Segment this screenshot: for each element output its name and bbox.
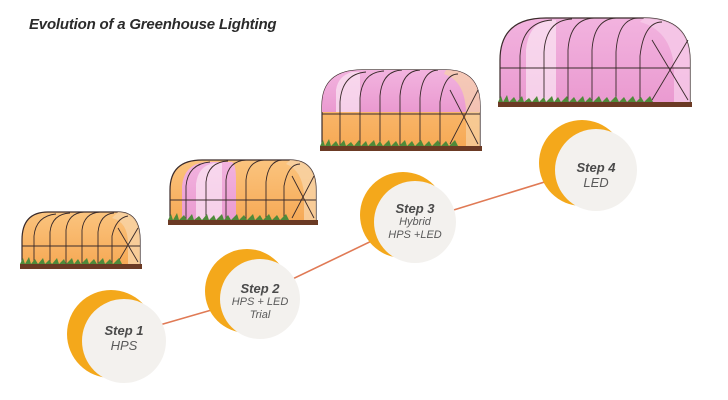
step-4-circle <box>555 129 637 211</box>
step-3-node <box>360 172 456 263</box>
step-4-label: Step 4 LED <box>556 160 636 191</box>
step-3-name: Step 3 <box>395 201 435 216</box>
greenhouse-trial <box>168 159 318 225</box>
step-1-label: Step 1 HPS <box>84 323 164 354</box>
step-3-label: Step 3 Hybrid HPS +LED <box>375 201 455 242</box>
step-2-desc-1: HPS + LED <box>231 296 289 308</box>
step-3-circle <box>374 181 456 263</box>
step-1-circle <box>82 299 166 383</box>
step-3-desc-2: HPS +LED <box>388 229 442 241</box>
step-4-node <box>539 120 637 211</box>
step-1-name: Step 1 <box>104 323 144 338</box>
greenhouse-led <box>498 17 692 107</box>
step-3-desc-1: Hybrid <box>399 216 431 228</box>
step-1-node <box>67 290 166 383</box>
greenhouse-hps <box>20 211 142 269</box>
step-1-desc: HPS <box>110 338 138 353</box>
step-2-circle <box>220 259 300 339</box>
step-4-desc: LED <box>583 175 609 190</box>
step-4-name: Step 4 <box>576 160 616 175</box>
diagram-title: Evolution of a Greenhouse Lighting <box>29 16 277 33</box>
step-2-node <box>205 249 300 339</box>
step-2-label: Step 2 HPS + LED Trial <box>220 281 300 322</box>
greenhouse-hybrid <box>320 69 482 151</box>
step-2-desc-2: Trial <box>249 309 271 321</box>
step-2-name: Step 2 <box>240 281 280 296</box>
